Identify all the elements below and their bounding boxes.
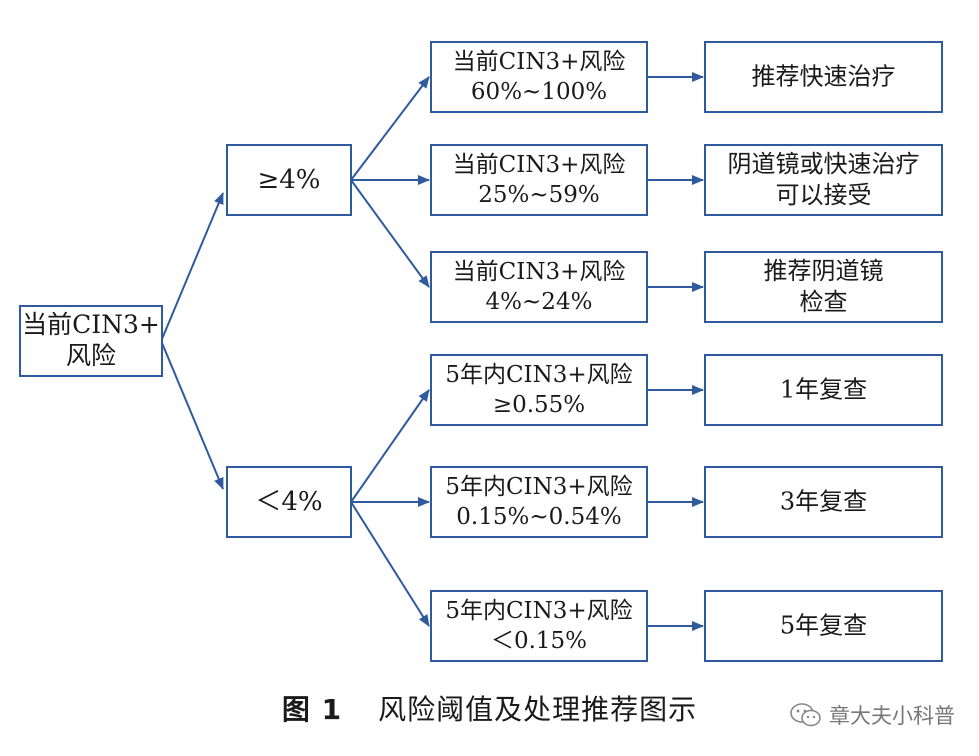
wechat-icon (790, 703, 821, 727)
action-node-1-frame (704, 41, 943, 113)
action-node-5-frame (704, 466, 943, 538)
risk-node-3-line-1: 当前CIN3+风险 (453, 259, 626, 285)
arrow-high-to-risk-1 (350, 76, 430, 181)
figure-title: 风险阈值及处理推荐图示 (378, 693, 698, 726)
root-node: 当前CIN3+风险 (19, 305, 163, 377)
action-node-2-frame (704, 144, 943, 216)
threshold-low-node-frame (226, 466, 352, 538)
action-node-5-line-1: 3年复查 (780, 488, 867, 516)
risk-node-6-line-2: ＜0.15% (491, 628, 587, 654)
root-node-line-2: 风险 (66, 341, 116, 370)
threshold-high-node-frame (226, 144, 352, 216)
threshold-high-node-line-1: ≥4% (257, 165, 320, 195)
action-node-2-line-1: 阴道镜或快速治疗 (728, 150, 920, 178)
risk-node-2-frame (430, 144, 648, 216)
arrow-high-to-risk-3 (350, 179, 430, 288)
risk-node-3: 当前CIN3+风险 4%~24% (430, 251, 648, 323)
risk-node-5-frame (430, 466, 648, 538)
risk-node-6-frame (430, 590, 648, 662)
watermark-text: 章大夫小科普 (829, 704, 955, 728)
arrow-root-to-high (161, 192, 224, 340)
risk-threshold-flowchart: 当前CIN3+风险≥4%＜4%当前CIN3+风险60%~100%当前CIN3+风… (19, 41, 943, 662)
risk-node-3-frame (430, 251, 648, 323)
action-node-4: 1年复查 (704, 354, 943, 426)
risk-node-1-line-1: 当前CIN3+风险 (453, 49, 626, 75)
figure-caption: 图 1 风险阈值及处理推荐图示 (0, 688, 979, 728)
action-node-5: 3年复查 (704, 466, 943, 538)
risk-node-1-line-2: 60%~100% (471, 79, 607, 105)
root-node-line-1: 当前CIN3+ (22, 310, 160, 339)
action-node-3-frame (704, 251, 943, 323)
arrow-low-to-risk-6 (350, 501, 430, 627)
action-node-2-line-2: 可以接受 (776, 181, 872, 209)
risk-node-5-line-1: 5年内CIN3+风险 (445, 474, 632, 500)
action-node-1: 推荐快速治疗 (704, 41, 943, 113)
risk-node-3-line-2: 4%~24% (486, 289, 593, 315)
figure-number: 图 1 (281, 693, 343, 726)
risk-node-4-frame (430, 354, 648, 426)
risk-node-1-frame (430, 41, 648, 113)
arrow-low-to-risk-4 (350, 389, 430, 503)
risk-node-5: 5年内CIN3+风险 0.15%~0.54% (430, 466, 648, 538)
threshold-low-node: ＜4% (226, 466, 352, 538)
threshold-low-node-line-1: ＜4% (255, 487, 322, 517)
threshold-high-node: ≥4% (226, 144, 352, 216)
action-node-3-line-2: 检查 (800, 288, 848, 316)
action-node-4-line-1: 1年复查 (780, 376, 867, 404)
root-node-frame (19, 305, 163, 377)
action-node-6-frame (704, 590, 943, 662)
risk-node-2-line-1: 当前CIN3+风险 (453, 152, 626, 178)
action-node-4-frame (704, 354, 943, 426)
watermark: 章大夫小科普 (789, 700, 955, 730)
action-node-3-line-1: 推荐阴道镜 (764, 257, 884, 285)
action-node-6: 5年复查 (704, 590, 943, 662)
risk-node-5-line-2: 0.15%~0.54% (456, 504, 621, 530)
risk-node-6-line-1: 5年内CIN3+风险 (445, 598, 632, 624)
arrow-root-to-low (161, 342, 224, 490)
risk-node-2-line-2: 25%~59% (478, 182, 600, 208)
risk-node-4-line-2: ≥0.55% (493, 392, 585, 418)
risk-node-4-line-1: 5年内CIN3+风险 (445, 362, 632, 388)
risk-node-4: 5年内CIN3+风险 ≥0.55% (430, 354, 648, 426)
action-node-6-line-1: 5年复查 (780, 612, 867, 640)
risk-node-1: 当前CIN3+风险 60%~100% (430, 41, 648, 113)
risk-node-6: 5年内CIN3+风险 ＜0.15% (430, 590, 648, 662)
risk-node-2: 当前CIN3+风险 25%~59% (430, 144, 648, 216)
action-node-1-line-1: 推荐快速治疗 (752, 63, 896, 91)
